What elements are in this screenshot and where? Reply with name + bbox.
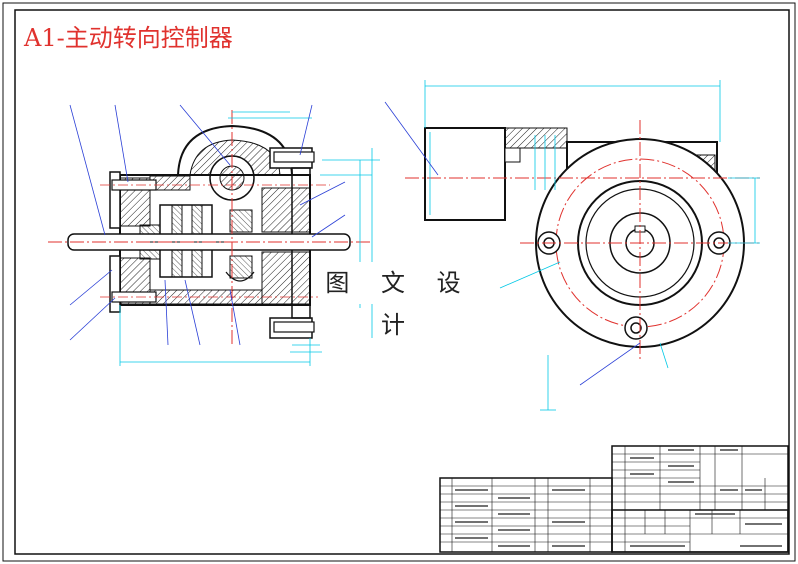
watermark: 图 文 设 计 (318, 262, 480, 339)
side-view (384, 80, 760, 411)
title-block (439, 445, 789, 553)
inner-border (14, 9, 790, 555)
section-view (48, 104, 380, 366)
page-title: A1-主动转向控制器 (24, 24, 233, 52)
